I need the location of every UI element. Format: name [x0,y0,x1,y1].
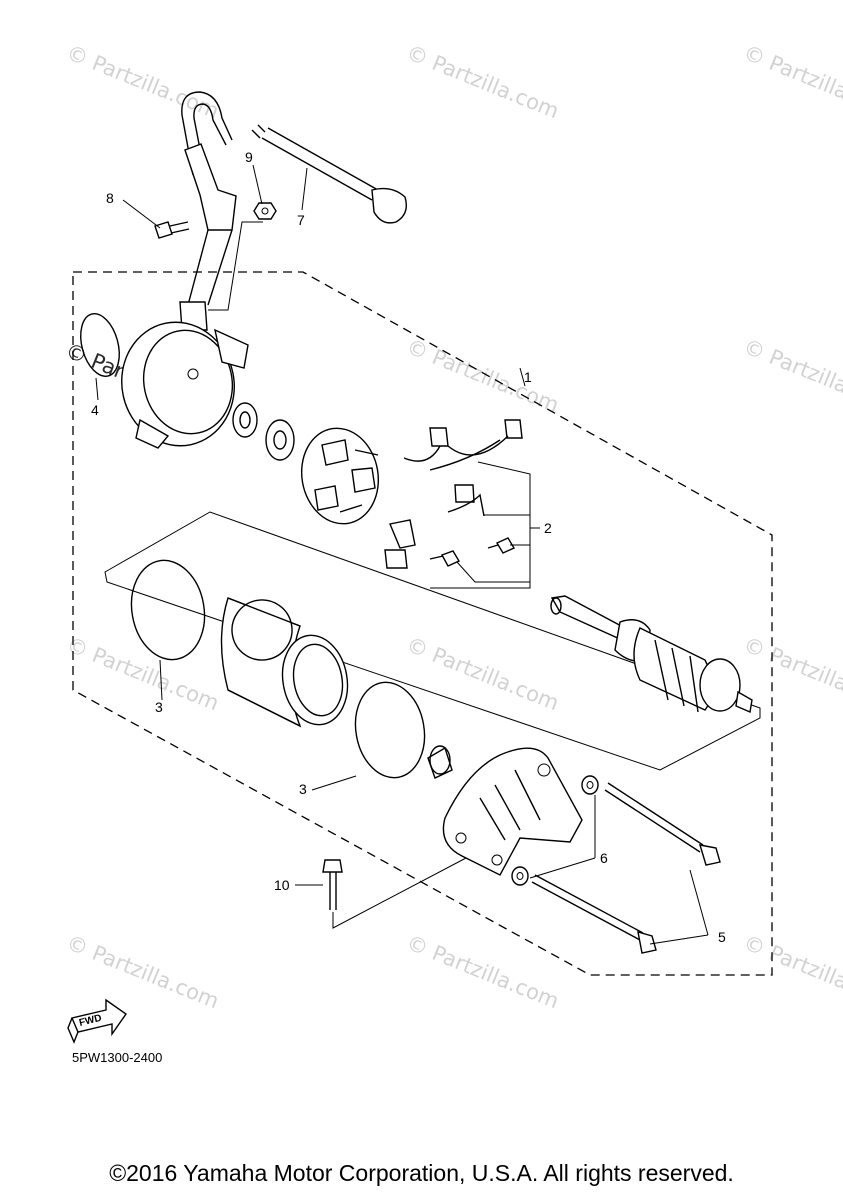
brush-set [384,419,523,569]
through-bolts-5 [531,782,721,954]
watermark: © Partzilla.com [403,334,562,417]
callout-8: 8 [106,190,114,206]
callout-10: 10 [274,877,290,893]
watermark: © Partzilla.com [403,632,562,715]
cover-washers [232,402,295,461]
bolt-8 [154,221,190,239]
rear-cover [442,747,583,876]
armature [550,595,753,713]
fwd-label: FWD [78,1013,103,1029]
watermark: © Partzilla.com [63,40,222,123]
callout-5: 5 [718,929,726,945]
o-ring-3-left [130,559,206,661]
watermark: © Partzilla.com [740,334,843,417]
watermark: © Partzilla.com [740,40,843,123]
bolt-10 [322,859,343,910]
brush-holder [300,427,380,525]
nut-9 [253,202,277,220]
yoke [220,597,349,728]
lead-wire [179,91,408,331]
callout-1: 1 [524,369,532,385]
o-ring-4 [80,313,120,377]
watermark: © Partzilla.com [403,40,562,123]
callout-9: 9 [245,149,253,165]
yoke-group-outline [104,511,761,771]
watermark: © Partzilla.com [63,930,222,1013]
front-cover [121,321,249,449]
fwd-arrow-icon: FWD [67,998,127,1044]
end-bushing [427,745,453,779]
callout-6: 6 [600,850,608,866]
leader-lines [95,164,709,945]
watermark: © Partzilla.com [403,930,562,1013]
callout-labels: 1 2 3 3 4 5 6 7 8 9 10 [91,149,726,945]
callout-3-left: 3 [155,699,163,715]
assembly-outline [72,271,773,976]
callout-7: 7 [297,212,305,228]
callout-2: 2 [544,520,552,536]
watermark: © Partzilla.com [740,930,843,1013]
o-ring-3-lower [354,681,426,779]
callout-3-lower: 3 [299,781,307,797]
washers-6 [511,775,599,886]
watermark: © Partzilla.com [63,632,222,715]
diagram-code: 5PW1300-2400 [72,1050,162,1065]
copyright-notice: ©2016 Yamaha Motor Corporation, U.S.A. A… [109,1160,734,1186]
watermark-layer: © Partzilla.com © Partzilla.com © Partzi… [62,40,843,1013]
callout-4: 4 [91,402,99,418]
watermark: © Partzilla.com [740,632,843,715]
leader-2 [430,461,531,589]
